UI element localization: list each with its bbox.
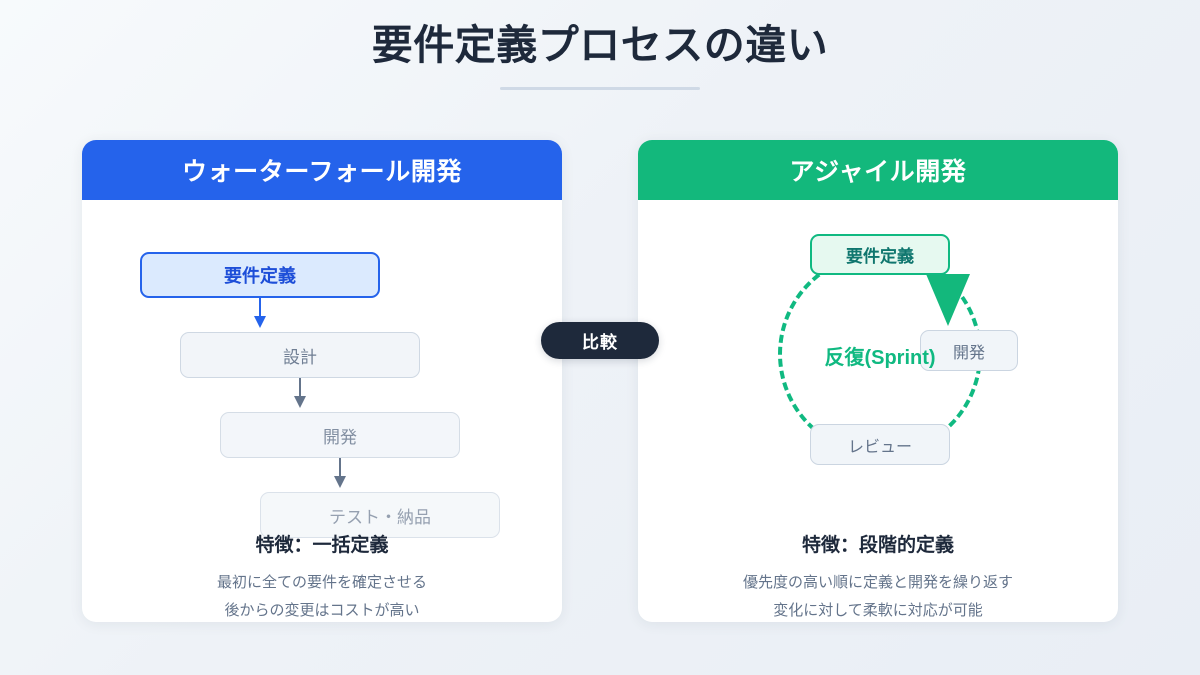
waterfall-feature-line-2: 後からの変更はコストが高い bbox=[224, 601, 420, 619]
waterfall-feature-title: 特徴：一括定義 bbox=[255, 535, 389, 556]
waterfall-step-development[interactable]: 開発 bbox=[220, 412, 460, 458]
agile-node-development[interactable]: 開発 bbox=[920, 330, 1018, 371]
agile-sprint-label: 反復(Sprint) bbox=[824, 347, 936, 369]
waterfall-panel: ウォーターフォール開発 要件定義 設計 開発 テスト・納品 特徴：一括定 bbox=[82, 140, 562, 622]
waterfall-step-design[interactable]: 設計 bbox=[180, 332, 420, 378]
agile-cycle-diagram: 要件定義 開発 レビュー 反復(Sprint) bbox=[638, 200, 1118, 540]
compare-badge: 比較 bbox=[541, 322, 659, 359]
waterfall-feature-line-1: 最初に全ての要件を確定させる bbox=[216, 574, 427, 591]
agile-panel-header: アジャイル開発 bbox=[638, 140, 1118, 200]
waterfall-panel-header: ウォーターフォール開発 bbox=[82, 140, 562, 200]
agile-node-review[interactable]: レビュー bbox=[810, 424, 950, 465]
agile-feature-title: 特徴：段階的定義 bbox=[801, 535, 954, 556]
title-block: 要件定義プロセスの違い bbox=[0, 22, 1200, 91]
page-title: 要件定義プロセスの違い bbox=[371, 22, 829, 68]
waterfall-step-test-delivery[interactable]: テスト・納品 bbox=[260, 492, 500, 538]
agile-panel: アジャイル開発 要件定義 開発 レビュー 反復(Sprint) 特徴：段階的定義… bbox=[638, 140, 1118, 622]
agile-feature-block: 特徴：段階的定義 優先度の高い順に定義と開発を繰り返す 変化に対して柔軟に対応が… bbox=[638, 530, 1118, 622]
agile-cycle-arrowhead-icon bbox=[926, 274, 970, 326]
agile-panel-body: 要件定義 開発 レビュー 反復(Sprint) 特徴：段階的定義 優先度の高い順… bbox=[638, 200, 1118, 622]
title-underline-divider bbox=[500, 87, 700, 91]
waterfall-feature-block: 特徴：一括定義 最初に全ての要件を確定させる 後からの変更はコストが高い bbox=[82, 530, 562, 622]
agile-node-requirements[interactable]: 要件定義 bbox=[810, 234, 950, 275]
waterfall-step-requirements[interactable]: 要件定義 bbox=[140, 252, 380, 298]
agile-feature-line-2: 変化に対して柔軟に対応が可能 bbox=[773, 601, 983, 619]
agile-feature-line-1: 優先度の高い順に定義と開発を繰り返す bbox=[742, 574, 1013, 591]
waterfall-flow-diagram: 要件定義 設計 開発 テスト・納品 bbox=[82, 200, 562, 538]
waterfall-panel-body: 要件定義 設計 開発 テスト・納品 特徴：一括定義 最初に全ての要件を確定させる… bbox=[82, 200, 562, 622]
